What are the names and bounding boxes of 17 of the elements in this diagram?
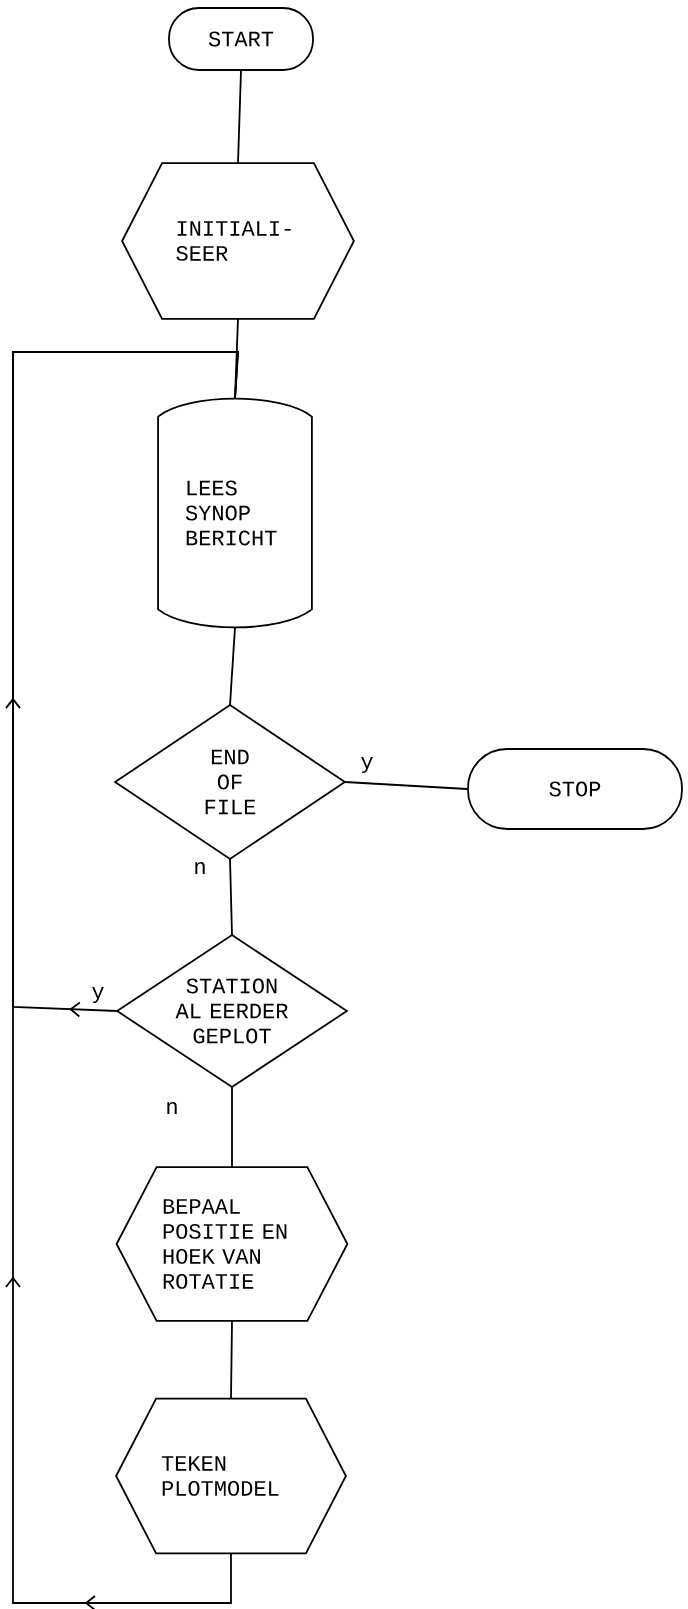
connector bbox=[237, 70, 242, 164]
edge-label: n bbox=[164, 1101, 180, 1115]
connector bbox=[229, 858, 233, 936]
connector bbox=[229, 626, 236, 706]
process-hexagon: INITIALI- SEER bbox=[121, 162, 355, 320]
edge-label: n bbox=[192, 861, 208, 875]
connector bbox=[344, 781, 468, 790]
edge-label: y bbox=[90, 985, 106, 1005]
input-box: LEES SYNOP BERICHT bbox=[157, 397, 313, 629]
connector bbox=[231, 1086, 233, 1168]
connector bbox=[230, 1320, 233, 1400]
terminal-box: STOP bbox=[467, 748, 683, 830]
process-hexagon: BEPAAL POSITIE EN HOEK VAN ROTATIE bbox=[115, 1166, 349, 1322]
connector bbox=[5, 351, 239, 1609]
process-hexagon: TEKEN PLOTMODEL bbox=[115, 1397, 347, 1555]
terminal-box: START bbox=[168, 7, 314, 71]
edge-label: y bbox=[359, 755, 375, 775]
